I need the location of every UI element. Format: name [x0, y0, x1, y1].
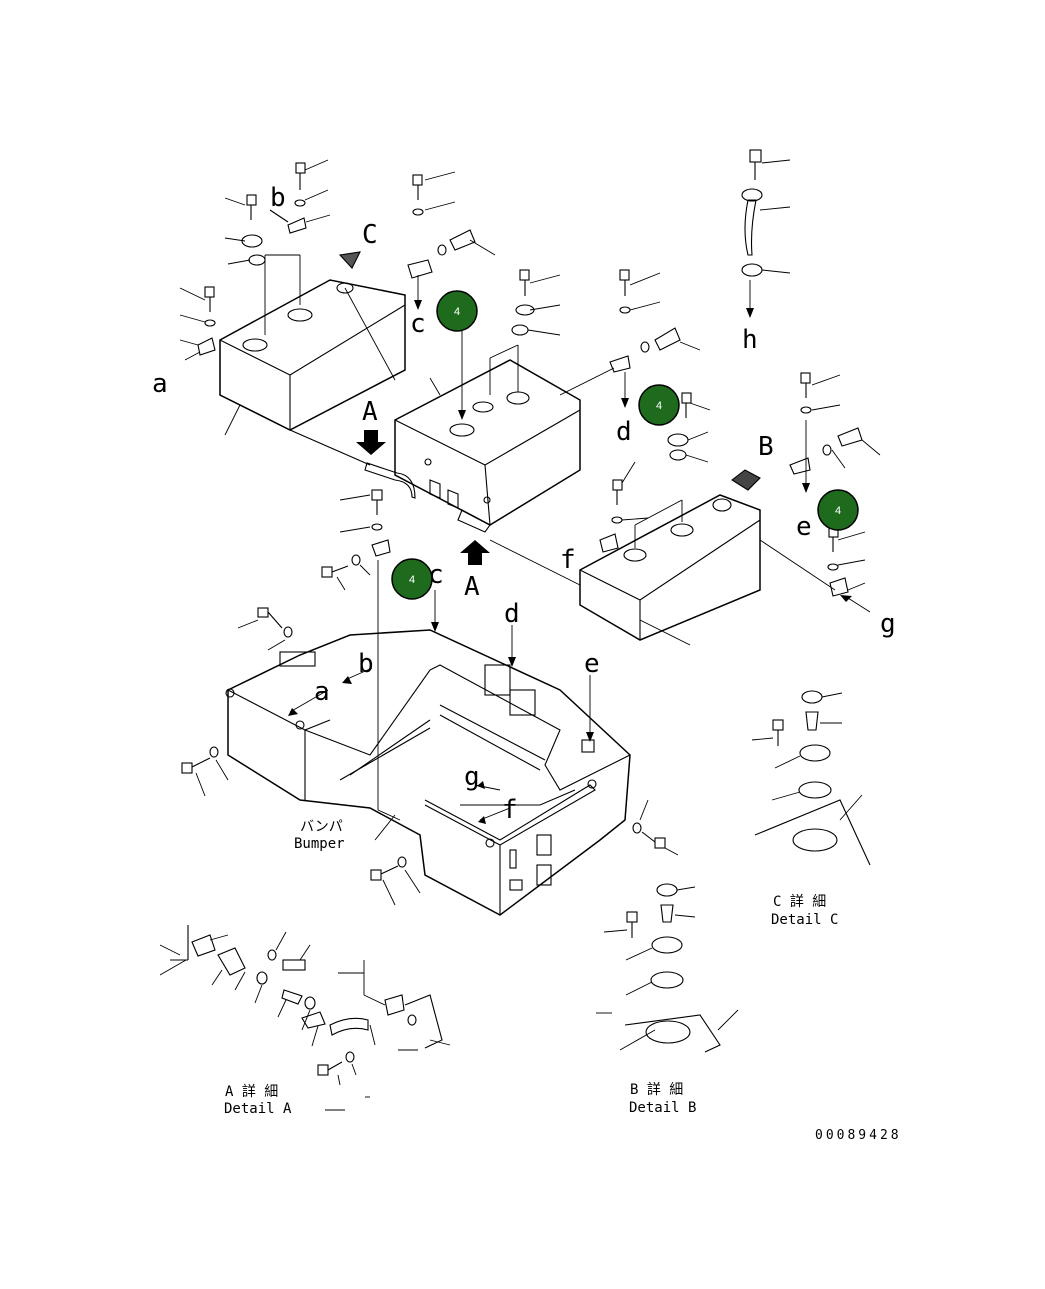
detail-a: [159, 925, 451, 1111]
bumper-frame: [225, 629, 631, 916]
label-g-frame: g: [464, 762, 480, 792]
badge-3-value: 4: [835, 505, 841, 517]
label-f-tank: f: [560, 545, 576, 575]
detail-a-caption-en: Detail A: [224, 1101, 292, 1117]
detail-c-caption-en: Detail C: [771, 912, 838, 928]
badge-2-value: 4: [656, 400, 662, 412]
detail-c-caption-jp: C 詳 細: [773, 894, 826, 910]
view-arrow-a-bottom: [460, 540, 490, 565]
detail-c: [751, 690, 871, 866]
label-e-frame: e: [584, 649, 600, 679]
bumper-caption-en: Bumper: [294, 836, 345, 852]
detail-b: [596, 883, 739, 1053]
label-a-view-bottom: A: [464, 572, 480, 602]
callout-labels: a b C c h A d B e f g c A d b a e g f: [152, 183, 896, 825]
drawing-number: 00089428: [815, 1128, 902, 1143]
label-e-arrow: e: [796, 512, 812, 542]
detail-a-caption-jp: A 詳 細: [225, 1084, 278, 1100]
bumper-caption-jp: バンパ: [300, 819, 343, 835]
badge-4-value: 4: [409, 574, 415, 586]
connecting-pipe: [289, 429, 581, 586]
label-a-view-top: A: [362, 397, 378, 427]
left-tank: [219, 279, 406, 436]
detail-b-caption-jp: B 詳 細: [630, 1082, 683, 1098]
badge-4: 4: [391, 558, 433, 600]
badge-3: 4: [817, 489, 859, 531]
label-b-top: b: [270, 183, 286, 213]
label-b-view: B: [758, 432, 774, 462]
label-f-frame: f: [502, 795, 518, 825]
label-d-arrow: d: [616, 417, 632, 447]
bumper-fasteners: [181, 489, 679, 906]
center-tank: [394, 359, 581, 526]
captions: バンパ Bumper C 詳 細 Detail C B 詳 細 Detail B…: [224, 819, 902, 1143]
badge-1-value: 4: [454, 306, 460, 318]
dipstick-assembly: [741, 149, 791, 318]
left-tank-fasteners: [179, 159, 361, 361]
detail-b-caption-en: Detail B: [629, 1100, 696, 1116]
label-h: h: [742, 325, 758, 355]
badge-1: 4: [436, 290, 478, 332]
label-c-arrow: c: [410, 309, 426, 339]
label-d-frame: d: [504, 599, 520, 629]
label-b-frame: b: [358, 649, 374, 679]
right-tank: [579, 469, 836, 641]
view-arrow-a-top: [356, 430, 386, 455]
right-tank-fasteners: [599, 372, 881, 646]
label-g-tank: g: [880, 609, 896, 639]
badge-2: 4: [638, 384, 680, 426]
label-c-view: C: [362, 220, 378, 250]
label-a-left: a: [152, 369, 168, 399]
label-a-frame: a: [314, 677, 330, 707]
center-tank-fasteners: [407, 171, 701, 420]
